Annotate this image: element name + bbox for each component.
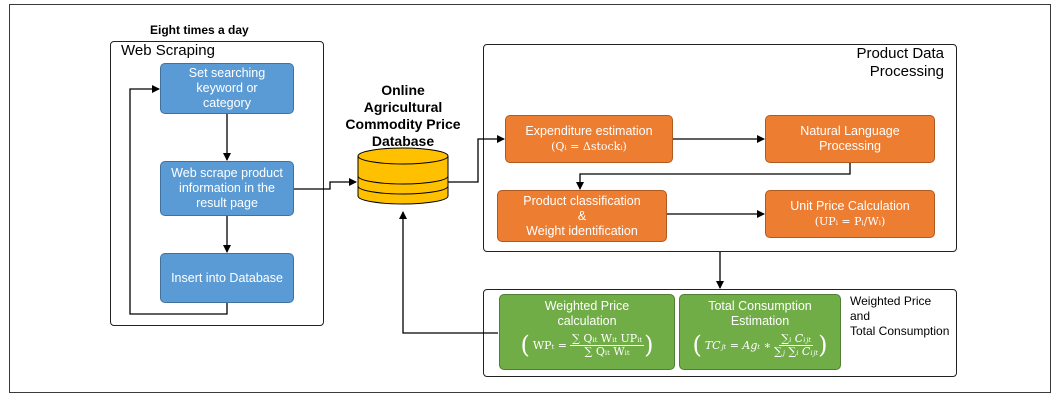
weighted-side-label: Weighted Price and Total Consumption [850,294,950,338]
outer-frame [9,4,1051,393]
frequency-caption: Eight times a day [150,23,249,37]
product-classification-box: Product classification & Weight identifi… [497,190,667,242]
processing-title: Product Data Processing [856,45,944,80]
arrow-db-to-expenditure [448,135,505,183]
total-consumption-formula: ( TCⱼₜ = Agₜ ∗ ∑ᵢ Cᵢⱼₜ ∑ⱼ ∑ᵢ Cᵢⱼₜ ) [692,331,828,359]
insert-db-step: Insert into Database [160,253,294,303]
expenditure-formula: (Qᵢ = Δstockᵢ) [551,140,627,153]
unit-price-box: Unit Price Calculation (UPᵢ = Pᵢ/Wᵢ) [765,190,935,238]
expenditure-estimation-box: Expenditure estimation (Qᵢ = Δstockᵢ) [505,115,673,163]
web-scrape-label: Web scrape product information in the re… [171,166,283,210]
set-keyword-step: Set searching keyword or category [160,63,294,114]
nlp-box: Natural Language Processing [765,115,935,163]
database-label: Online Agricultural Commodity Price Data… [345,82,461,149]
arrow-scrape-to-db [294,178,357,190]
total-consumption-box: Total Consumption Estimation ( TCⱼₜ = Ag… [679,294,841,370]
set-keyword-label: Set searching keyword or category [188,66,266,110]
insert-db-label: Insert into Database [171,270,283,285]
weighted-price-box: Weighted Price calculation ( WPₜ = ∑ Qᵢₜ… [499,294,675,370]
web-scrape-step: Web scrape product information in the re… [160,161,294,216]
expenditure-label: Expenditure estimation [525,124,653,138]
web-scraping-title: Web Scraping [121,42,215,59]
database-cylinder-icon [357,147,449,205]
weighted-price-formula: ( WPₜ = ∑ Qᵢₜ Wᵢₜ UPᵢₜ ∑ Qᵢₜ Wᵢₜ ) [520,331,654,359]
arrow-nlp-to-classification [576,163,851,190]
loop-back-line [129,85,228,315]
unit-price-formula: (UPᵢ = Pᵢ/Wᵢ) [814,215,886,228]
arrow-weighted-to-db [399,211,498,334]
unit-price-label: Unit Price Calculation [790,199,910,213]
